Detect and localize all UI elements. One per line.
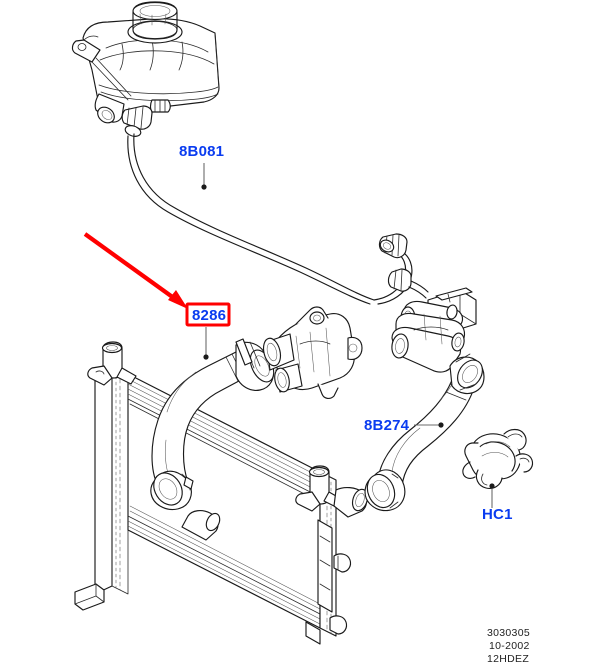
thermostat-housing: [262, 306, 363, 400]
part-label-8b274[interactable]: 8B274: [364, 417, 410, 434]
radiator-foot-left: [74, 583, 105, 611]
footer-drawing-number: 3030305: [487, 627, 530, 639]
footer-code: 12HDEZ: [487, 653, 529, 665]
radiator-mount-pin-left: [87, 341, 137, 386]
highlight-box: [185, 302, 231, 327]
part-label-hc1[interactable]: HC1: [482, 506, 513, 523]
spring-clamp-hc1: [462, 428, 534, 490]
leader-8b081: [201, 163, 207, 190]
part-label-8286-group[interactable]: 8286: [185, 302, 231, 327]
leader-8286: [203, 327, 209, 360]
vent-hose-8b081: [127, 133, 429, 305]
highlight-arrow: [83, 232, 188, 309]
part-label-8286[interactable]: 8286: [192, 307, 226, 324]
upper-hose-radiator-cuff: [150, 470, 194, 511]
footer-date: 10-2002: [489, 640, 530, 652]
radiator-mount-pin-right: [295, 465, 369, 518]
radiator-left-outlet: [181, 510, 221, 541]
vent-hose-connector: [121, 105, 153, 137]
leader-8b274: [414, 422, 444, 428]
lower-hose-upper-cuff: [449, 353, 485, 395]
radiator-upper-hose-8286: [150, 338, 275, 511]
vent-fitting: [378, 233, 408, 259]
leader-hc1: [489, 483, 495, 508]
lower-hose-lower-cuff: [364, 469, 406, 512]
water-outlet-housing: [391, 287, 477, 373]
radiator-lower-hose-8b274: [364, 353, 485, 512]
coolant-expansion-tank: [71, 1, 220, 124]
radiator-bracket-right: [317, 519, 352, 635]
part-label-8b081[interactable]: 8B081: [179, 143, 224, 160]
